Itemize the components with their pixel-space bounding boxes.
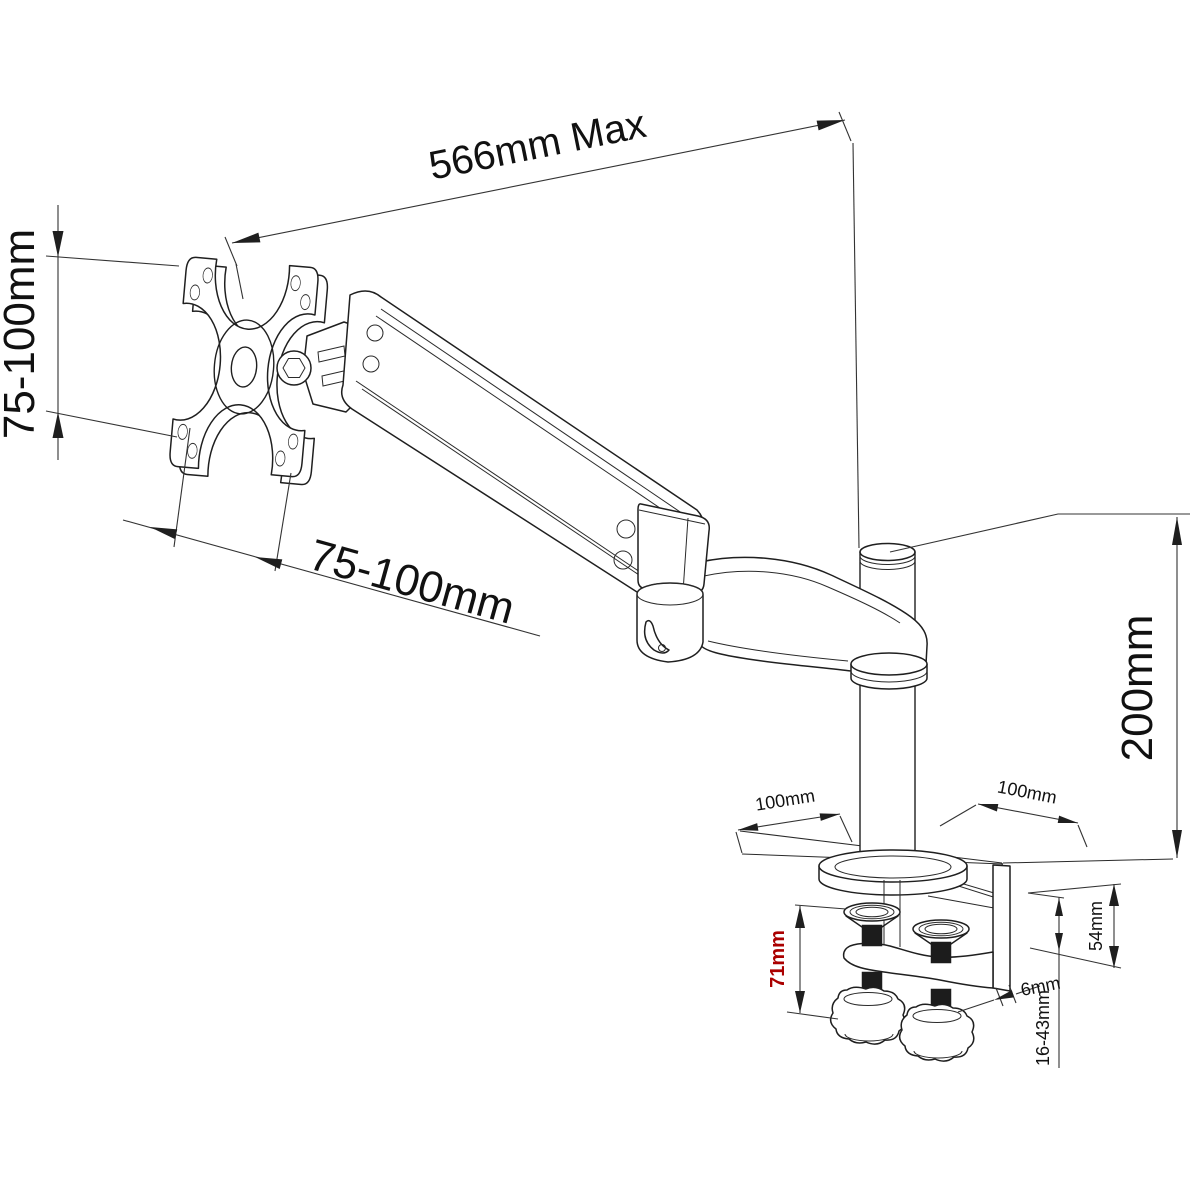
label-clamp-height: 71mm	[767, 930, 789, 988]
clamp-screw-right	[898, 919, 975, 1062]
swing-arm	[699, 556, 928, 672]
dim-pole-height: 200mm	[889, 513, 1190, 858]
clamp-bracket	[842, 864, 1011, 992]
vesa-plate	[168, 257, 329, 486]
clamp-screw-left	[829, 902, 906, 1045]
label-base-left: 100mm	[754, 786, 816, 815]
dimension-annotations: 566mm Max 75-100mm 75-100mm 200mm	[0, 102, 1190, 1068]
elbow-notch	[643, 619, 670, 654]
vesa-screw-holes	[177, 267, 311, 467]
pole-collar	[850, 652, 928, 690]
label-reach-max: 566mm Max	[425, 102, 649, 189]
base-plate	[818, 849, 968, 896]
dim-vesa-vertical: 75-100mm	[0, 205, 180, 460]
elbow-joint	[636, 503, 711, 663]
hex-socket	[282, 358, 306, 378]
label-vesa-vertical: 75-100mm	[0, 229, 44, 439]
pole	[859, 542, 916, 853]
dim-base-right: 100mm	[939, 777, 1088, 848]
dim-clamp-range: 16-43mm	[1027, 892, 1065, 1068]
pivot-bolt	[276, 350, 312, 386]
label-pole-height: 200mm	[1113, 615, 1162, 762]
dim-base-left: 100mm	[735, 786, 853, 854]
dim-clamp-height: 71mm	[767, 904, 847, 1020]
label-base-right: 100mm	[996, 777, 1059, 808]
dim-bracket-depth: 54mm	[1027, 883, 1122, 969]
label-bracket-depth: 54mm	[1086, 901, 1106, 951]
label-vesa-horizontal: 75-100mm	[304, 530, 520, 633]
label-clamp-range: 16-43mm	[1033, 990, 1053, 1066]
label-edge-thickness: 6mm	[1019, 973, 1062, 1000]
vesa-center-hole	[230, 346, 259, 388]
gas-spring-arm	[340, 290, 705, 597]
vesa-center-ring	[210, 318, 277, 417]
